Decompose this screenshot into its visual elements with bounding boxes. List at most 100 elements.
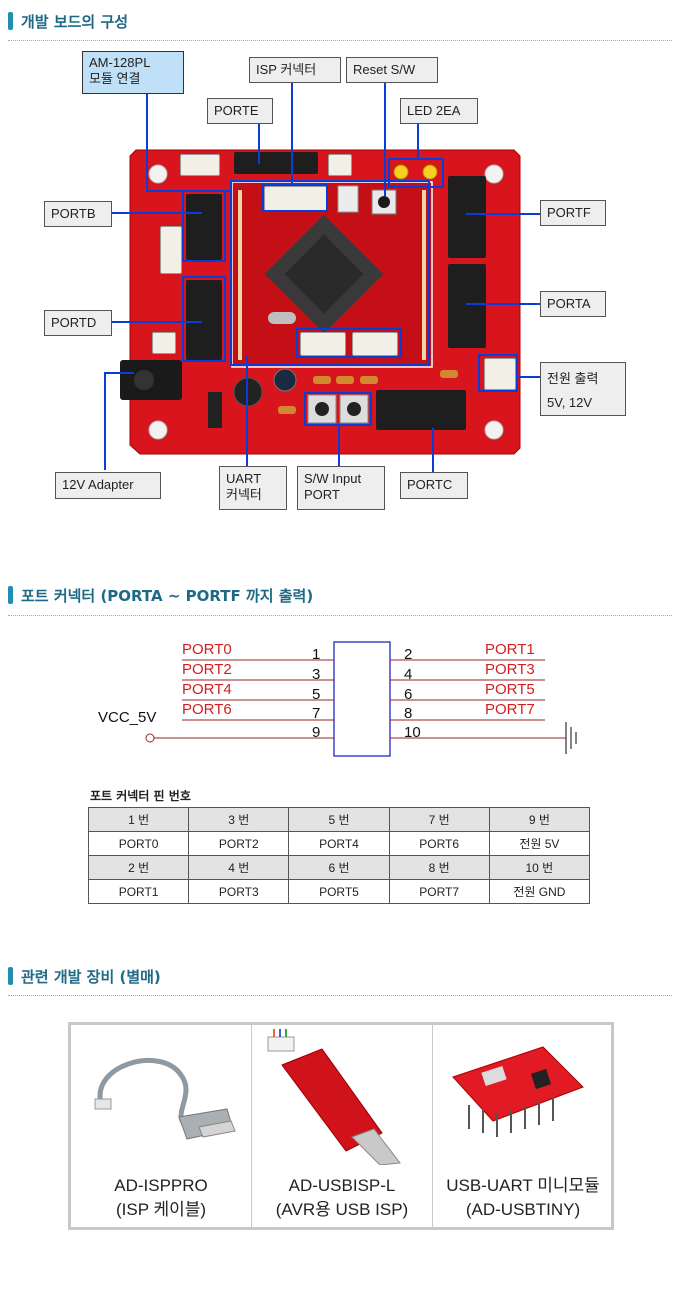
- label-uart-line1: UART: [226, 471, 262, 486]
- table-cell: 6 번: [288, 855, 390, 880]
- table-cell: 2 번: [87, 855, 190, 880]
- table-cell: PORT1: [87, 879, 190, 904]
- table-cell: PORT4: [288, 831, 390, 856]
- equipment-item-ad-usbisp-l[interactable]: AD-USBISP-L (AVR용 USB ISP): [252, 1025, 432, 1227]
- callout-line: [466, 213, 540, 215]
- table-cell: PORT0: [87, 831, 190, 856]
- callout-line: [146, 94, 148, 192]
- section-title-text: 개발 보드의 구성: [21, 12, 129, 31]
- label-power-line1: 전원 출력: [547, 371, 599, 386]
- uart-highlight: [296, 328, 402, 358]
- top-white-connector-2: [328, 154, 352, 176]
- table-cell: PORT3: [188, 879, 290, 904]
- section-title-connector: 포트 커넥터 (PORTA ~ PORTF 까지 출력): [8, 583, 313, 607]
- equipment-name: USB-UART 미니모듈: [446, 1176, 600, 1195]
- usb-isp-image: [267, 1029, 401, 1165]
- callout-line: [104, 372, 134, 374]
- callout-line: [104, 372, 106, 470]
- schematic-label-left: PORT0: [182, 641, 232, 658]
- section-marker: [8, 12, 13, 30]
- pin-number: 3: [312, 666, 321, 683]
- schematic-label-left: PORT4: [182, 681, 232, 698]
- section-divider: [8, 40, 672, 41]
- power-highlight: [478, 354, 518, 392]
- led-highlight: [388, 158, 444, 188]
- divider: [432, 1025, 433, 1227]
- portb-highlight: [182, 190, 226, 262]
- label-am128: AM-128PL 모듈 연결: [82, 51, 184, 94]
- label-sw-input: S/W Input PORT: [297, 466, 385, 510]
- vcc-label: VCC_5V: [98, 709, 157, 726]
- label-led: LED 2EA: [400, 98, 478, 124]
- schematic-label-right: PORT3: [485, 661, 535, 678]
- callout-line: [417, 124, 419, 160]
- table-cell: PORT6: [388, 831, 490, 856]
- board-image: [0, 50, 680, 530]
- porte-header: [234, 152, 318, 174]
- table-cell: 전원 5V: [488, 831, 591, 856]
- callout-line: [291, 82, 293, 186]
- schematic-lines: [145, 641, 577, 757]
- left-white-connector: [160, 226, 182, 274]
- pin-number: 9: [312, 724, 321, 741]
- switch-highlight: [304, 392, 372, 426]
- connector-schematic: PORT0 PORT2 PORT4 PORT6 PORT1 PORT3 PORT…: [0, 630, 680, 770]
- callout-line: [518, 376, 540, 378]
- schematic-label-left: PORT2: [182, 661, 232, 678]
- equipment-item-usb-uart[interactable]: USB-UART 미니모듈 (AD-USBTINY): [433, 1025, 613, 1227]
- pin-number: 5: [312, 686, 321, 703]
- callout-line: [432, 428, 434, 472]
- section-marker: [8, 586, 13, 604]
- callout-line: [112, 321, 202, 323]
- label-porta: PORTA: [540, 291, 606, 317]
- equipment-desc: (AVR용 USB ISP): [275, 1200, 409, 1219]
- pin-number: 7: [312, 705, 321, 722]
- pin-number: 2: [404, 646, 413, 663]
- section-title-board: 개발 보드의 구성: [8, 9, 128, 33]
- table-cell: 5 번: [288, 807, 390, 832]
- table-cell: 7 번: [388, 807, 490, 832]
- portd-highlight: [182, 276, 226, 362]
- equipment-panel: AD-ISPPRO (ISP 케이블) AD-USBISP-L (AVR용 US…: [68, 1022, 614, 1230]
- label-uart: UART 커넥터: [219, 466, 287, 510]
- top-white-connector: [180, 154, 220, 176]
- table-row: PORT1 PORT3 PORT5 PORT7 전원 GND: [87, 879, 591, 904]
- module-highlight: [230, 180, 430, 366]
- label-am128-line1: AM-128PL: [89, 55, 151, 70]
- table-row: 2 번 4 번 6 번 8 번 10 번: [87, 855, 591, 880]
- schematic-label-left: PORT6: [182, 701, 232, 718]
- schematic-label-right: PORT7: [485, 701, 535, 718]
- table-cell: PORT2: [188, 831, 290, 856]
- equipment-desc: (AD-USBTINY): [465, 1200, 581, 1219]
- equipment-name: AD-USBISP-L: [288, 1176, 396, 1195]
- label-sw-input-line1: S/W Input: [304, 471, 362, 486]
- equipment-item-ad-isppro[interactable]: AD-ISPPRO (ISP 케이블): [71, 1025, 251, 1227]
- table-cell: 전원 GND: [488, 879, 591, 904]
- pin-table: 1 번 3 번 5 번 7 번 9 번 PORT0 PORT2 PORT4 PO…: [87, 807, 591, 904]
- pin-table-title: 포트 커넥터 핀 번호: [90, 789, 191, 803]
- callout-line: [246, 356, 248, 466]
- table-row: 1 번 3 번 5 번 7 번 9 번: [87, 807, 591, 832]
- table-cell: 3 번: [188, 807, 290, 832]
- porta-header: [448, 264, 486, 348]
- table-cell: 4 번: [188, 855, 290, 880]
- divider: [251, 1025, 252, 1227]
- label-portc: PORTC: [400, 472, 468, 499]
- uart-connector-shape-1: [300, 332, 346, 356]
- section-title-equipment: 관련 개발 장비 (별매): [8, 964, 161, 988]
- equipment-desc: (ISP 케이블): [115, 1200, 207, 1219]
- label-reset: Reset S/W: [346, 57, 438, 83]
- section-title-text: 포트 커넥터 (PORTA ~ PORTF 까지 출력): [21, 586, 314, 605]
- left-white-connector-2: [152, 332, 176, 354]
- label-am128-line2: 모듈 연결: [89, 71, 141, 86]
- portf-header: [448, 176, 486, 258]
- table-cell: PORT7: [388, 879, 490, 904]
- pin-number: 6: [404, 686, 413, 703]
- power-out-connector-shape: [484, 358, 516, 390]
- pin-number: 10: [404, 724, 421, 741]
- uart-connector-shape-2: [352, 332, 398, 356]
- label-portd: PORTD: [44, 310, 112, 336]
- callout-line: [384, 82, 386, 196]
- label-uart-line2: 커넥터: [226, 487, 262, 502]
- isp-cable-image: [94, 1058, 236, 1140]
